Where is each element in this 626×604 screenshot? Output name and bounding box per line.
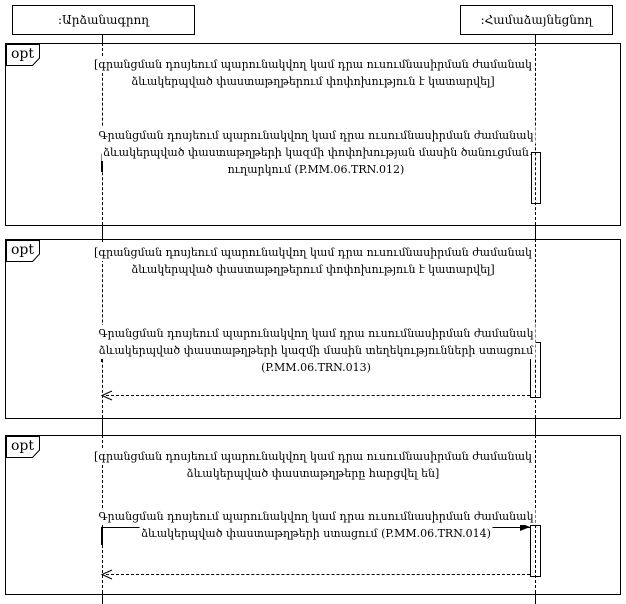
operator-pentagon-icon [6,240,40,262]
participant-box-registrar: :Արձանագրող [12,5,195,35]
fragment-operator-tab: opt [6,44,41,66]
guard-condition: [գրանցման դոսյեում պարունակվող կամ դրա ո… [92,56,534,90]
guard-text-line: ձևակերպված փաստաթղթերում փոփոխություն է … [129,73,497,90]
operator-label: opt [11,46,35,62]
participant-label: :Համաձայնեցնող [480,13,593,27]
return-message-line [106,395,530,396]
guard-text-line: ձևակերպված փաստաթղթերը հարցվել են] [184,465,442,482]
lifeline-right-solid-segment [535,33,536,43]
message-text-line: ձևակերպված փաստաթղթերի կազմի փոփոխության… [101,144,531,161]
message-text-line: Գրանցման դոսյեում պարունակվող կամ դրա ու… [96,508,536,525]
participant-box-approver: :Համաձայնեցնող [460,5,613,35]
guard-text-line: ձևակերպված փաստաթղթերում փոփոխություն է … [129,261,497,278]
opt-fragment-1: opt [5,43,621,226]
guard-text-line: [գրանցման դոսյեում պարունակվող կամ դրա ո… [92,56,534,73]
return-message-line [106,574,530,575]
guard-text-line: [գրանցման դոսյեում պարունակվող կամ դրա ո… [92,244,534,261]
lifeline-left-solid-segment [102,418,103,435]
lifeline-left-solid-segment [102,34,103,43]
message-label-2: Գրանցման դոսյեում պարունակվող կամ դրա ու… [96,325,536,376]
return-arrowhead-icon [101,390,113,401]
message-label-3: Գրանցման դոսյեում պարունակվող կամ դրա ու… [96,508,536,542]
lifeline-left-solid-segment [102,593,103,604]
lifeline-right-solid-segment [535,225,536,239]
message-text-line: ձևակերպված փաստաթղթերի կազմի մասին տեղեկ… [96,342,536,359]
guard-condition: [գրանցման դոսյեում պարունակվող կամ դրա ո… [92,448,534,482]
message-text-line: Գրանցման դոսյեում պարունակվող կամ դրա ու… [96,127,536,144]
fragment-operator-tab: opt [6,436,41,458]
message-text-line: (P.MM.06.TRN.013) [259,359,373,376]
activation-bar [530,342,541,398]
participant-label: :Արձանագրող [58,13,149,27]
operator-label: opt [11,242,35,258]
lifeline-right-solid-segment [535,593,536,604]
activation-bar [531,152,541,204]
sender-activation-stub [101,154,103,172]
return-arrowhead-icon [101,569,113,580]
message-text-line: Գրանցման դոսյեում պարունակվող կամ դրա ու… [96,325,536,342]
lifeline-left-solid-segment [102,225,103,239]
message-label-1: Գրանցման դոսյեում պարունակվող կամ դրա ու… [96,127,536,178]
operator-pentagon-icon [6,44,40,66]
opt-fragment-2: opt [5,239,621,419]
guard-text-line: [գրանցման դոսյեում պարունակվող կամ դրա ո… [92,448,534,465]
operator-pentagon-icon [6,436,40,458]
operator-label: opt [11,438,35,454]
sender-activation-stub [101,527,103,545]
activation-bar [530,525,541,577]
fragment-operator-tab: opt [6,240,41,262]
guard-condition: [գրանցման դոսյեում պարունակվող կամ դրա ո… [92,244,534,278]
message-text-line: ուղարկում (P.MM.06.TRN.012) [225,161,407,178]
lifeline-right-solid-segment [535,418,536,435]
opt-fragment-3: opt [5,435,621,595]
sync-arrowhead-icon [520,523,530,531]
message-text-line: ձևակերպված փաստաթղթերի ստացում (P.MM.06.… [139,525,493,542]
